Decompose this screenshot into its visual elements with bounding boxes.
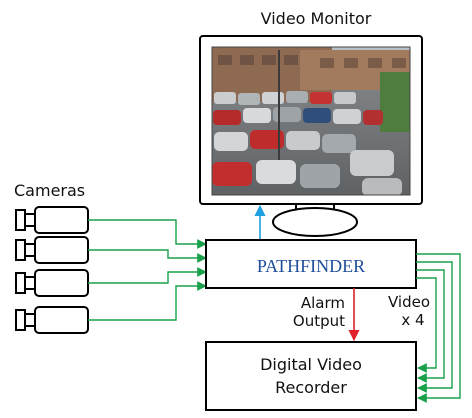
recorder-label-line1: Digital Video <box>260 355 362 374</box>
camera-wire <box>88 219 207 249</box>
pathfinder-unit: PATHFINDER <box>205 239 417 289</box>
alarm-label-line1: Alarm <box>301 294 345 312</box>
video-wires <box>416 253 461 403</box>
camera-wire <box>88 281 207 321</box>
recorder-label-line2: Recorder <box>275 378 347 397</box>
monitor-screen-image <box>212 47 410 195</box>
monitor-label: Video Monitor <box>261 9 372 28</box>
video-wire <box>416 269 445 383</box>
camera-icon <box>15 236 89 264</box>
camera-wires <box>88 219 207 321</box>
recorder-box <box>205 341 417 411</box>
pathfinder-box <box>205 239 417 289</box>
camera-wire <box>88 249 207 263</box>
video-wire <box>416 253 461 403</box>
camera-icon <box>15 306 89 334</box>
pathfinder-label: PATHFINDER <box>257 256 365 276</box>
alarm-label-line2: Output <box>293 312 345 330</box>
video-wire <box>416 277 437 373</box>
video-label-line2: x 4 <box>401 311 424 329</box>
monitor-screen-border <box>211 46 411 196</box>
video-wire <box>416 261 453 393</box>
camera-group <box>15 206 89 334</box>
monitor-stand <box>272 207 358 237</box>
video-monitor <box>199 35 423 237</box>
digital-video-recorder: Digital Video Recorder <box>205 341 417 411</box>
camera-wire <box>88 267 207 284</box>
video-label-line1: Video <box>388 293 430 311</box>
camera-icon <box>15 269 89 297</box>
camera-icon <box>15 206 89 234</box>
cameras-label: Cameras <box>14 181 85 200</box>
